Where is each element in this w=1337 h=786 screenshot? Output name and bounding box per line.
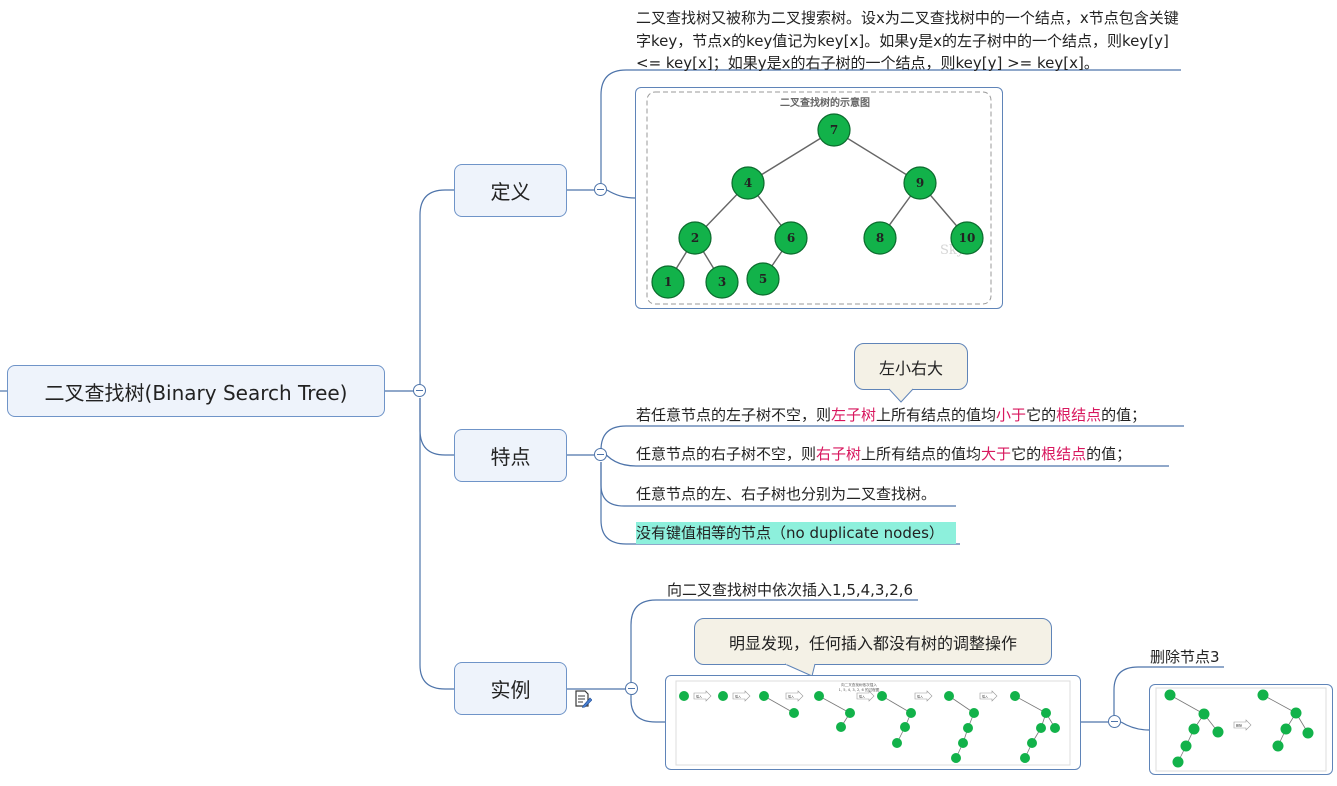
root-topic[interactable]: 二叉查找树(Binary Search Tree) xyxy=(7,365,385,417)
features-callout-text: 左小右大 xyxy=(878,358,943,378)
bst-node-label: 2 xyxy=(691,231,699,245)
bst-node-2 xyxy=(678,221,712,255)
feature-no-duplicates[interactable]: 没有键值相等的节点（no duplicate nodes） xyxy=(636,522,956,544)
branch-features[interactable]: 特点 xyxy=(454,429,567,482)
feature-text: 它的 xyxy=(1026,406,1057,424)
bst-node-label: 7 xyxy=(830,123,838,137)
delete-arrow-label: 删除 xyxy=(1236,723,1242,728)
delete-process-image[interactable]: 删除 xyxy=(1149,684,1333,775)
insert-arrow-label: 插入 xyxy=(735,694,741,699)
feature-text: 上所有结点的值均 xyxy=(876,406,997,424)
root-topic-label: 二叉查找树(Binary Search Tree) xyxy=(44,380,348,405)
feature-subtrees-are-bst[interactable]: 任意节点的左、右子树也分别为二叉查找树。 xyxy=(636,485,937,503)
bst-node-label: 1 xyxy=(664,275,672,289)
bst-node-label: 5 xyxy=(759,272,767,286)
feature-right-subtree[interactable]: 任意节点的右子树不空，则右子树上所有结点的值均大于它的根结点的值； xyxy=(636,443,1131,465)
example-callout[interactable]: 明显发现，任何插入都没有树的调整操作 xyxy=(694,618,1052,665)
features-callout[interactable]: 左小右大 xyxy=(854,343,968,390)
insert-collapse-toggle[interactable] xyxy=(1108,715,1121,728)
bst-node-5 xyxy=(746,262,780,296)
branch-features-label: 特点 xyxy=(490,445,531,469)
insert-arrow-label: 插入 xyxy=(859,694,865,699)
feature-highlight: 大于 xyxy=(981,445,1012,463)
feature-text: 上所有结点的值均 xyxy=(861,445,982,463)
note-icon[interactable] xyxy=(574,690,592,708)
feature-text: 的值； xyxy=(1101,406,1147,424)
bst-node-label: 6 xyxy=(787,231,795,245)
branch-definition[interactable]: 定义 xyxy=(454,164,567,217)
features-callout-pointer xyxy=(888,388,914,403)
diagram-dashed-frame xyxy=(646,91,992,305)
example-callout-text: 明显发现，任何插入都没有树的调整操作 xyxy=(728,633,1017,653)
insert-caption: 向二叉查找树依次插入 xyxy=(841,682,877,687)
feature-highlight: 左子树 xyxy=(831,406,877,424)
feature-left-subtree[interactable]: 若任意节点的左子树不空，则左子树上所有结点的值均小于它的根结点的值； xyxy=(636,404,1146,426)
branch-example[interactable]: 实例 xyxy=(454,662,567,715)
bst-node-8 xyxy=(863,221,897,255)
diagram-title: 二叉查找树的示意图 xyxy=(780,96,870,109)
insert-arrow-label: 插入 xyxy=(696,694,702,699)
bst-node-label: 3 xyxy=(718,275,726,289)
branch-example-label: 实例 xyxy=(490,678,531,702)
definition-text: 二叉查找树又被称为二叉搜索树。设x为二叉查找树中的一个结点，x节点包含关键字ke… xyxy=(636,9,1179,72)
bst-node-label: 9 xyxy=(916,176,924,190)
feature-highlight: 根结点 xyxy=(1041,445,1087,463)
bst-node-3 xyxy=(705,265,739,299)
example-collapse-toggle[interactable] xyxy=(625,682,638,695)
insert-process-diagram: 向二叉查找树依次插入 1, 5, 4, 3, 2, 6 的过程图 xyxy=(675,680,1071,766)
delete-process-diagram: 删除 xyxy=(1155,687,1327,772)
insert-arrow-label: 插入 xyxy=(982,694,988,699)
branch-definition-label: 定义 xyxy=(490,180,531,204)
root-collapse-toggle[interactable] xyxy=(413,384,426,397)
example-delete-label[interactable]: 删除节点3 xyxy=(1150,648,1220,666)
bst-diagram-image[interactable]: 二叉查找树的示意图 Sky 7 4 9 xyxy=(635,87,1003,309)
feature-text: 任意节点的右子树不空，则 xyxy=(636,445,817,463)
example-insert-label[interactable]: 向二叉查找树中依次插入1,5,4,3,2,6 xyxy=(667,581,914,599)
bst-node-6 xyxy=(774,221,808,255)
insert-process-image[interactable]: 向二叉查找树依次插入 1, 5, 4, 3, 2, 6 的过程图 xyxy=(665,675,1081,770)
feature-text: 若任意节点的左子树不空，则 xyxy=(636,406,832,424)
feature-highlight: 根结点 xyxy=(1056,406,1102,424)
bst-node-label: 10 xyxy=(959,231,976,245)
bst-diagram: 二叉查找树的示意图 Sky 7 4 9 xyxy=(646,91,992,305)
bst-node-1 xyxy=(651,265,685,299)
bst-node-4 xyxy=(731,166,765,200)
insert-arrow-label: 插入 xyxy=(917,694,923,699)
feature-text: 的值； xyxy=(1086,445,1132,463)
definition-collapse-toggle[interactable] xyxy=(594,183,607,196)
feature-text: 它的 xyxy=(1011,445,1042,463)
feature-highlight: 右子树 xyxy=(816,445,862,463)
bst-node-9 xyxy=(903,166,937,200)
insert-arrow-label: 插入 xyxy=(788,694,794,699)
insert-caption: 1, 5, 4, 3, 2, 6 的过程图 xyxy=(839,687,880,692)
bst-node-label: 8 xyxy=(876,231,884,245)
feature-highlight: 小于 xyxy=(996,406,1027,424)
bst-node-label: 4 xyxy=(744,176,752,190)
features-collapse-toggle[interactable] xyxy=(594,448,607,461)
bst-node-10 xyxy=(950,221,984,255)
bst-node-7 xyxy=(817,113,851,147)
